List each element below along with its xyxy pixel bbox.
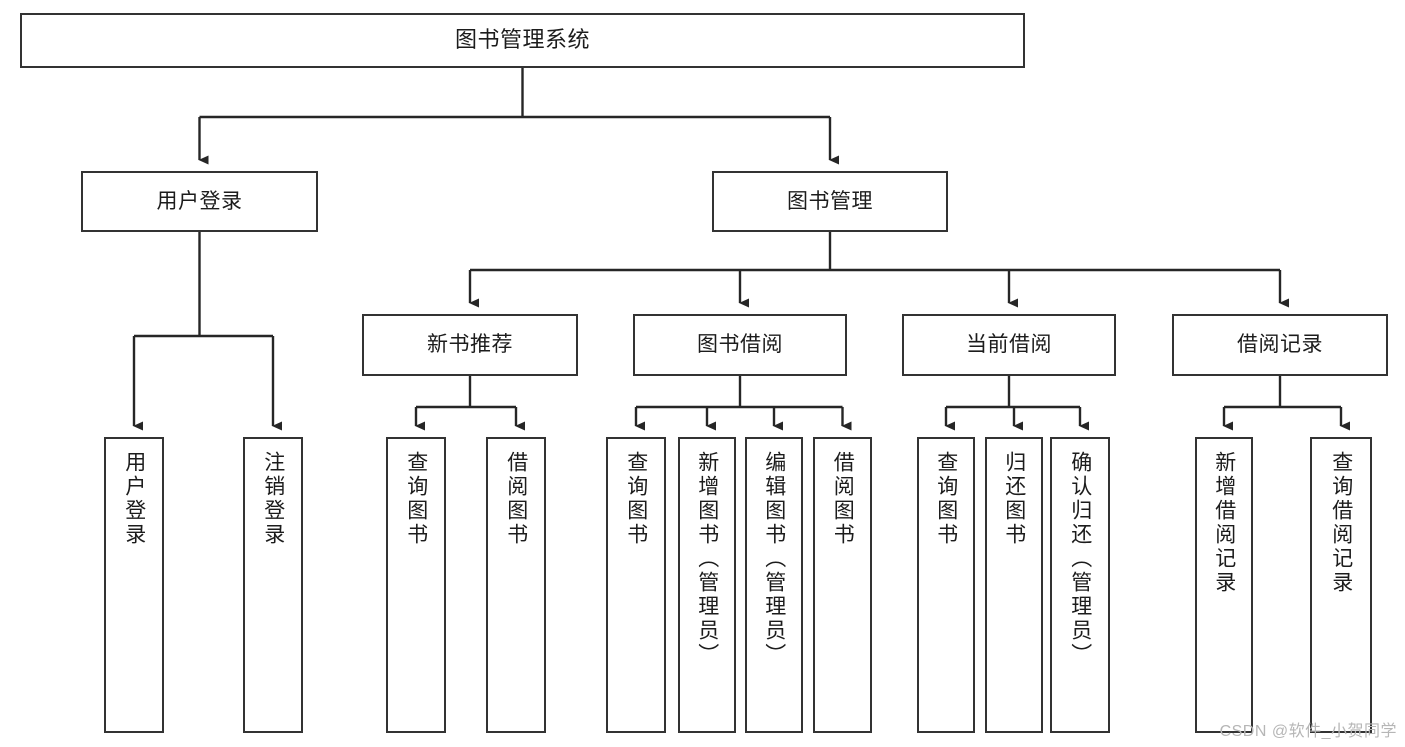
- node-leaf-borrow-book-rec[interactable]: 借阅图书: [486, 437, 546, 733]
- node-current-borrow-label: 当前借阅: [966, 333, 1052, 357]
- node-leaf-return-book-label: 归还图书: [1002, 451, 1026, 547]
- node-book-manage-label: 图书管理: [787, 189, 873, 213]
- node-leaf-user-logout[interactable]: 注销登录: [243, 437, 303, 733]
- node-leaf-query-record[interactable]: 查询借阅记录: [1310, 437, 1372, 733]
- node-leaf-query-book-borrow-label: 查询图书: [624, 451, 648, 547]
- node-leaf-query-record-label: 查询借阅记录: [1329, 451, 1353, 595]
- node-root[interactable]: 图书管理系统: [20, 13, 1025, 68]
- node-root-label: 图书管理系统: [454, 27, 590, 53]
- node-leaf-user-login[interactable]: 用户登录: [104, 437, 164, 733]
- node-new-book-recommend-label: 新书推荐: [427, 333, 513, 357]
- node-leaf-return-book[interactable]: 归还图书: [985, 437, 1043, 733]
- node-user-login-label: 用户登录: [156, 189, 243, 213]
- node-borrow-record[interactable]: 借阅记录: [1172, 314, 1388, 376]
- node-current-borrow[interactable]: 当前借阅: [902, 314, 1116, 376]
- node-leaf-confirm-return-label: 确认归还（管理员）: [1068, 451, 1092, 667]
- node-leaf-query-book-rec[interactable]: 查询图书: [386, 437, 446, 733]
- node-book-manage[interactable]: 图书管理: [712, 171, 948, 232]
- node-leaf-confirm-return[interactable]: 确认归还（管理员）: [1050, 437, 1110, 733]
- node-book-borrow[interactable]: 图书借阅: [633, 314, 847, 376]
- node-leaf-borrow-book-label: 借阅图书: [831, 451, 855, 547]
- node-leaf-add-book-label: 新增图书（管理员）: [695, 451, 719, 667]
- node-leaf-query-book-rec-label: 查询图书: [404, 451, 428, 547]
- node-leaf-edit-book-label: 编辑图书（管理员）: [762, 451, 786, 667]
- node-leaf-borrow-book[interactable]: 借阅图书: [813, 437, 872, 733]
- node-leaf-add-record[interactable]: 新增借阅记录: [1195, 437, 1253, 733]
- node-leaf-add-record-label: 新增借阅记录: [1212, 451, 1236, 595]
- node-book-borrow-label: 图书借阅: [697, 333, 783, 357]
- node-user-login[interactable]: 用户登录: [81, 171, 318, 232]
- node-new-book-recommend[interactable]: 新书推荐: [362, 314, 578, 376]
- node-leaf-add-book[interactable]: 新增图书（管理员）: [678, 437, 736, 733]
- node-leaf-borrow-book-rec-label: 借阅图书: [504, 451, 528, 547]
- node-leaf-query-book-cur[interactable]: 查询图书: [917, 437, 975, 733]
- node-leaf-query-book-borrow[interactable]: 查询图书: [606, 437, 666, 733]
- node-leaf-edit-book[interactable]: 编辑图书（管理员）: [745, 437, 803, 733]
- node-leaf-query-book-cur-label: 查询图书: [934, 451, 958, 547]
- node-borrow-record-label: 借阅记录: [1237, 333, 1323, 357]
- node-leaf-user-logout-label: 注销登录: [261, 451, 285, 547]
- node-leaf-user-login-label: 用户登录: [122, 451, 146, 547]
